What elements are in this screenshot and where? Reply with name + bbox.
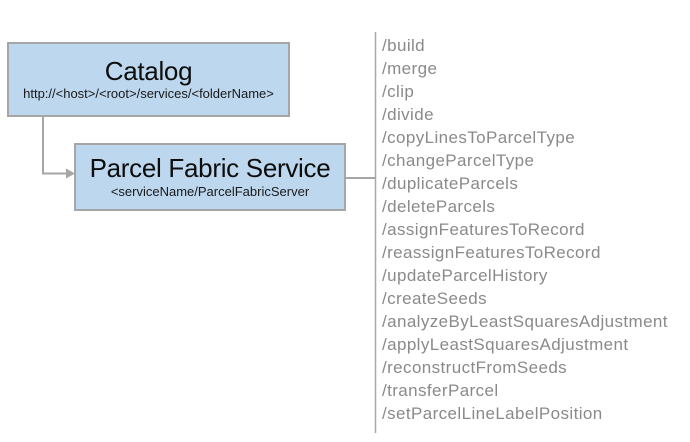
endpoint-item: /copyLinesToParcelType [382, 128, 576, 147]
service-url-template: <serviceName/ParcelFabricServer [110, 183, 310, 199]
endpoint-item: /reconstructFromSeeds [382, 358, 568, 377]
endpoint-item: /changeParcelType [382, 151, 535, 170]
service-title: Parcel Fabric Service [89, 153, 331, 184]
catalog-url-template: http://<host>/<root>/services/<folderNam… [23, 86, 274, 101]
parcel-fabric-service-node: Parcel Fabric Service <serviceName/Parce… [74, 143, 346, 211]
endpoint-item: /setParcelLineLabelPosition [382, 404, 603, 423]
endpoint-item: /analyzeByLeastSquaresAdjustment [382, 312, 668, 331]
endpoint-item: /createSeeds [382, 289, 487, 308]
endpoint-item: /assignFeaturesToRecord [382, 220, 585, 239]
endpoint-item: /divide [382, 105, 434, 124]
endpoint-item: /build [382, 36, 426, 55]
endpoint-item: /transferParcel [382, 381, 499, 400]
endpoint-list: /build/merge/clip/divide/copyLinesToParc… [382, 34, 668, 425]
endpoint-item: /reassignFeaturesToRecord [382, 243, 601, 262]
catalog-to-service-connector [42, 117, 67, 175]
catalog-title: Catalog [104, 55, 193, 86]
endpoint-item: /deleteParcels [382, 197, 496, 216]
endpoint-item: /clip [382, 82, 415, 101]
endpoint-item: /updateParcelHistory [382, 266, 548, 285]
endpoint-item: /merge [382, 59, 438, 78]
catalog-node: Catalog http://<host>/<root>/services/<f… [7, 42, 290, 117]
endpoint-item: /applyLeastSquaresAdjustment [382, 335, 629, 354]
endpoint-item: /duplicateParcels [382, 174, 519, 193]
